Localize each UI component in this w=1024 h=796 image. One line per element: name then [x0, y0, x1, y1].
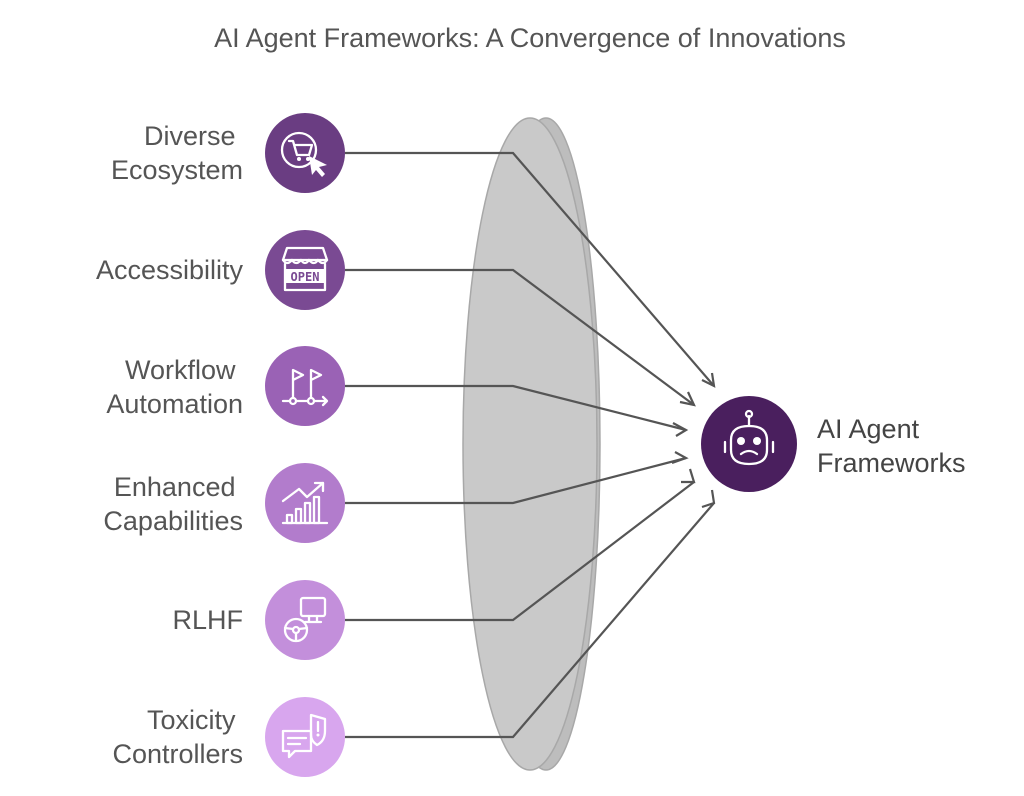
- input-node-rlhf: RLHF: [172, 580, 345, 660]
- node-circle: [265, 113, 345, 193]
- growth-chart-icon: [281, 481, 329, 525]
- input-node-toxicity-controllers: Toxicity Controllers: [112, 697, 345, 777]
- connector-line: [345, 502, 715, 739]
- target-circle: [701, 396, 797, 492]
- input-node-enhanced-capabilities: Enhanced Capabilities: [103, 463, 345, 543]
- diagram-title: AI Agent Frameworks: A Convergence of In…: [214, 23, 846, 53]
- input-label: Enhanced Capabilities: [103, 472, 243, 536]
- connector-lines: [345, 151, 716, 739]
- input-label: Diverse Ecosystem: [111, 121, 243, 185]
- input-label: Accessibility: [96, 255, 244, 285]
- chat-shield-icon: [281, 713, 327, 759]
- input-node-workflow-automation: Workflow Automation: [106, 346, 345, 426]
- node-circle: [265, 580, 345, 660]
- input-node-accessibility: OPEN Accessibility: [96, 230, 345, 310]
- input-node-diverse-ecosystem: Diverse Ecosystem: [111, 113, 345, 193]
- connector-line: [345, 151, 715, 387]
- arrowhead: [701, 372, 716, 388]
- connector-line: [345, 384, 687, 432]
- connector-line: [345, 268, 695, 406]
- target-label: AI Agent Frameworks: [817, 414, 966, 478]
- arrowhead: [671, 451, 689, 465]
- input-label: Toxicity Controllers: [112, 705, 243, 769]
- arrowhead: [681, 468, 696, 484]
- input-label: Workflow Automation: [106, 355, 243, 419]
- connector-line: [345, 456, 687, 505]
- arrowhead: [701, 489, 716, 509]
- monitor-steering-wheel-icon: [283, 596, 327, 643]
- connector-line: [345, 481, 695, 622]
- arrowhead: [679, 391, 696, 407]
- shopping-cart-cursor-icon: [280, 131, 327, 177]
- convergence-lens: [462, 117, 601, 771]
- flags-route-icon: [281, 368, 329, 407]
- lens-face: [462, 117, 598, 771]
- svg-text:OPEN: OPEN: [291, 270, 320, 284]
- target-node-ai-agent-frameworks: AI Agent Frameworks: [701, 396, 966, 492]
- arrowhead: [672, 422, 689, 437]
- robot-icon: [723, 409, 775, 466]
- input-label: RLHF: [172, 605, 243, 635]
- node-circle: [265, 346, 345, 426]
- open-store-icon: OPEN: [281, 246, 329, 292]
